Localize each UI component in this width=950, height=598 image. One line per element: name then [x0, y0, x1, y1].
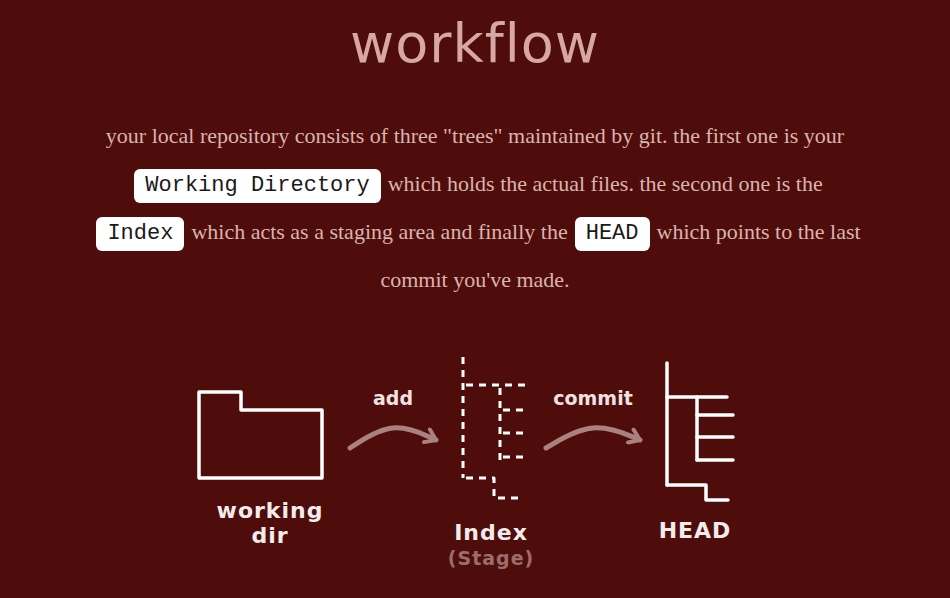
node-label: Index — [454, 520, 528, 546]
tree-node: Index(Stage) — [436, 352, 546, 570]
edge-arrow — [350, 428, 436, 448]
paragraph-text: which holds the actual files. the second… — [388, 171, 823, 196]
node-label: working dir — [214, 498, 326, 548]
code-term: Working Directory — [134, 169, 380, 203]
tree-node: working dir — [190, 352, 350, 548]
node-label: (Stage) — [448, 546, 534, 570]
tree-node: HEAD — [640, 352, 750, 544]
page-title: workflow — [0, 12, 950, 76]
paragraph-text: which acts as a staging area and finally… — [191, 219, 567, 244]
edge-label: add — [373, 386, 413, 410]
code-term: HEAD — [575, 217, 650, 251]
node-label: HEAD — [659, 518, 732, 544]
index-tree — [463, 357, 527, 498]
head-tree — [667, 363, 733, 500]
paragraph-text: your local repository consists of three … — [106, 123, 844, 148]
code-term: Index — [96, 217, 184, 251]
edge-label: commit — [553, 386, 633, 410]
intro-paragraph: your local repository consists of three … — [85, 112, 865, 304]
edge-arrow — [546, 428, 640, 448]
folder-icon — [199, 392, 322, 478]
